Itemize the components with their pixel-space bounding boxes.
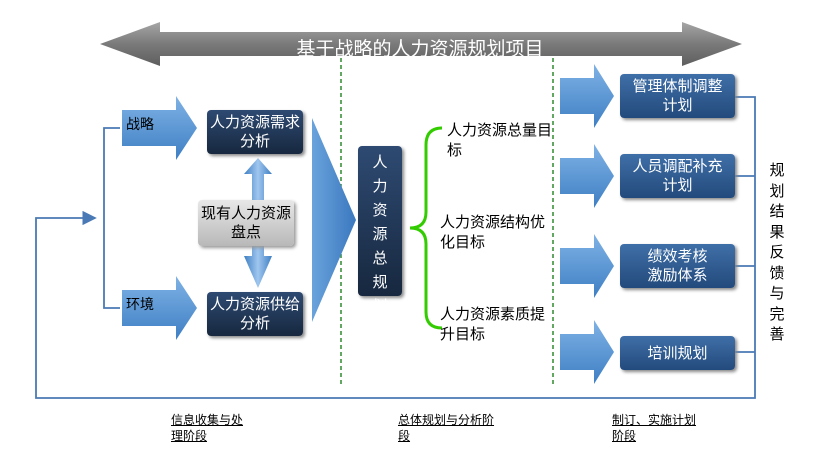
inventory-label: 现有人力资源盘点 [200,204,291,241]
page-title: 基于战略的人力资源规划项目 [296,38,544,60]
input-environment-label: 环境 [126,297,154,313]
feedback-label: 规划结果反馈与完善 [769,161,785,343]
goal-quality: 人力资源素质提升目标 [440,305,546,343]
plan-arrow-4 [560,320,614,384]
inventory-box: 现有人力资源盘点 [198,200,294,246]
goal-structure: 人力资源结构优化目标 [440,213,546,251]
plan-box-training: 培训规划 [620,336,735,370]
goals-curly-bracket [409,126,443,330]
plan-label-performance: 绩效考核激励体系 [647,247,708,284]
title-double-arrow [100,22,742,66]
plan-arrow-3 [560,234,614,298]
demand-analysis-label: 人力资源需求分析 [209,113,300,150]
feedback-loop-line [35,96,756,399]
demand-analysis-box: 人力资源需求分析 [207,110,303,154]
strategy-arrow [122,96,197,160]
phase-label-3: 制订、实施计划阶段 [612,413,697,443]
big-funnel-arrow [312,118,356,322]
input-strategy-label: 战略 [126,117,154,133]
phase-label-1: 信息收集与处理阶段 [171,413,244,443]
phase-label-2: 总体规划与分析阶段 [398,413,495,443]
plan-box-staffing: 人员调配补充计划 [620,154,735,198]
plan-arrow-1 [560,64,614,128]
supply-analysis-label: 人力资源供给分析 [209,295,300,332]
supply-analysis-box: 人力资源供给分析 [207,292,303,336]
plan-label-training: 培训规划 [647,343,708,362]
environment-arrow [122,276,197,340]
master-plan-box: 人力资源总规划 [358,146,402,315]
plan-label-mgmt: 管理体制调整计划 [632,77,723,114]
goal-total: 人力资源总量目标 [447,121,553,159]
plan-box-mgmt: 管理体制调整计划 [620,74,735,118]
plan-label-staffing: 人员调配补充计划 [632,157,723,194]
plan-box-performance: 绩效考核激励体系 [620,244,735,288]
master-plan-label: 人力资源总规划 [372,153,388,315]
input-bracket-line [103,127,120,309]
plan-arrow-2 [560,144,614,208]
